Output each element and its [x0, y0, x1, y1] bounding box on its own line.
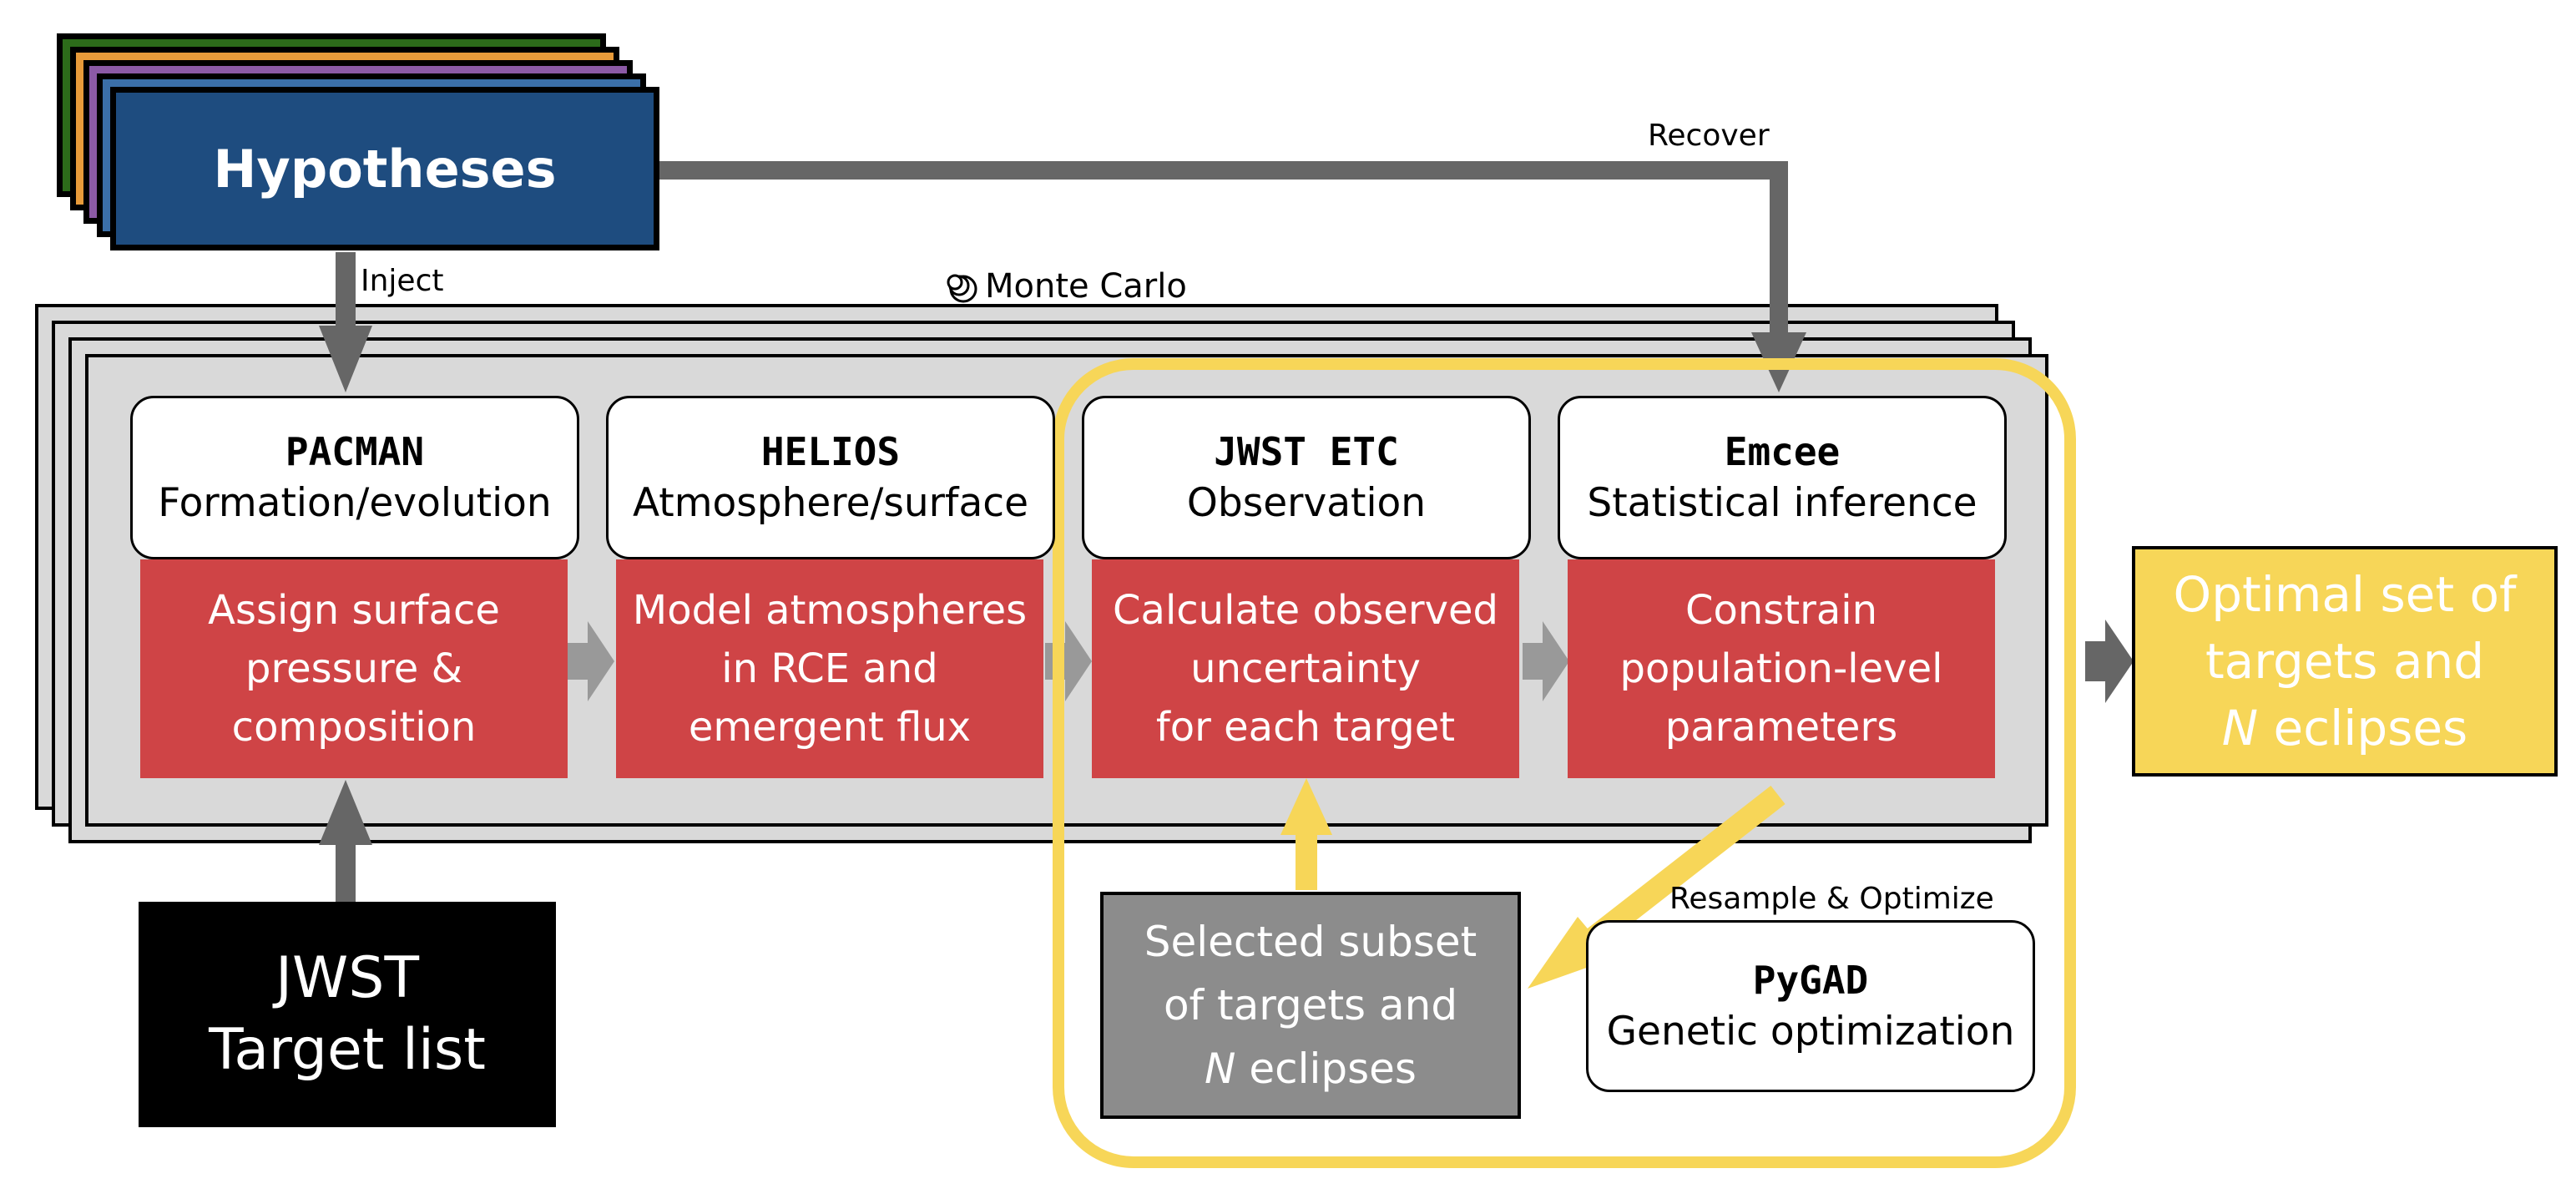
task-line: Constrain — [1685, 587, 1878, 634]
module-pacman-header: PACMAN Formation/evolution — [130, 396, 579, 559]
module-jwst-etc-task: Calculate observed uncertainty for each … — [1092, 559, 1519, 778]
recover-line-vertical — [1770, 161, 1788, 335]
module-emcee-task: Constrain population-level parameters — [1568, 559, 1995, 778]
flow-arrow-1-shaft — [568, 643, 589, 680]
task-line: composition — [231, 704, 477, 751]
module-pacman-role: Formation/evolution — [158, 480, 552, 526]
flow-arrow-3-shaft — [1523, 643, 1544, 680]
task-line: in RCE and — [721, 645, 938, 692]
task-line: population-level — [1619, 645, 1943, 692]
module-jwst-etc-header: JWST ETC Observation — [1082, 396, 1531, 559]
hypotheses-box: Hypotheses — [110, 87, 659, 250]
module-helios-header: HELIOS Atmosphere/surface — [606, 396, 1055, 559]
pygad-role: Genetic optimization — [1606, 1009, 2015, 1055]
monte-carlo-label: Monte Carlo — [985, 267, 1187, 306]
output-arrow-shaft — [2085, 641, 2107, 681]
target-list-arrow-head — [319, 780, 372, 845]
subset-arrow-shaft — [1296, 832, 1317, 890]
subset-eclipses: eclipses — [1235, 1045, 1417, 1093]
hypotheses-label: Hypotheses — [213, 138, 557, 200]
target-list-line-2: Target list — [209, 1017, 486, 1083]
output-arrow-head — [2105, 620, 2134, 703]
task-line: uncertainty — [1190, 645, 1421, 692]
task-line: Calculate observed — [1113, 587, 1498, 634]
module-jwst-etc-role: Observation — [1186, 480, 1427, 526]
optimization-loop-outline — [1053, 358, 2076, 1168]
flow-arrow-1-head — [588, 621, 614, 701]
subset-line-3: N eclipses — [1205, 1037, 1417, 1100]
target-list-line-1: JWST — [275, 945, 419, 1011]
module-emcee-role: Statistical inference — [1587, 480, 1977, 526]
module-jwst-etc-tool: JWST ETC — [1214, 429, 1399, 474]
task-line: emergent flux — [688, 704, 972, 751]
task-line: for each target — [1155, 704, 1456, 751]
output-line-1: Optimal set of — [2173, 566, 2517, 623]
output-n: N — [2221, 700, 2259, 756]
recover-label: Recover — [1648, 119, 1770, 153]
flow-arrow-2-head — [1065, 621, 1092, 701]
resample-label: Resample & Optimize — [1669, 882, 1994, 916]
module-helios-role: Atmosphere/surface — [632, 480, 1029, 526]
inject-arrow-shaft — [336, 252, 356, 327]
flow-arrow-3-head — [1543, 621, 1569, 701]
module-helios-task: Model atmospheres in RCE and emergent fl… — [616, 559, 1043, 778]
target-list-box: JWST Target list — [139, 902, 556, 1127]
module-emcee-tool: Emcee — [1724, 429, 1841, 474]
module-pacman-task: Assign surface pressure & composition — [140, 559, 568, 778]
task-line: Model atmospheres — [632, 587, 1028, 634]
recover-line-horizontal — [659, 161, 1788, 180]
task-line: Assign surface — [208, 587, 500, 634]
subset-line-1: Selected subset — [1144, 918, 1477, 966]
task-line: parameters — [1664, 704, 1898, 751]
inject-arrow-head — [319, 326, 372, 392]
module-helios-tool: HELIOS — [760, 429, 901, 474]
module-pacman-tool: PACMAN — [285, 429, 425, 474]
subset-n: N — [1205, 1045, 1236, 1093]
subset-line-2: of targets and — [1163, 981, 1458, 1030]
task-line: pressure & — [245, 645, 462, 692]
subset-arrow-head — [1280, 778, 1332, 835]
output-line-2: targets and — [2205, 633, 2485, 690]
dice-icon — [947, 274, 977, 303]
output-eclipses: eclipses — [2258, 700, 2468, 756]
pygad-box: PyGAD Genetic optimization — [1586, 920, 2035, 1092]
optimal-set-box: Optimal set of targets and N eclipses — [2132, 546, 2558, 777]
selected-subset-box: Selected subset of targets and N eclipse… — [1100, 892, 1521, 1119]
inject-label: Inject — [361, 264, 444, 298]
module-emcee-header: Emcee Statistical inference — [1558, 396, 2007, 559]
output-line-3: N eclipses — [2222, 695, 2468, 761]
pygad-tool: PyGAD — [1752, 958, 1869, 1003]
